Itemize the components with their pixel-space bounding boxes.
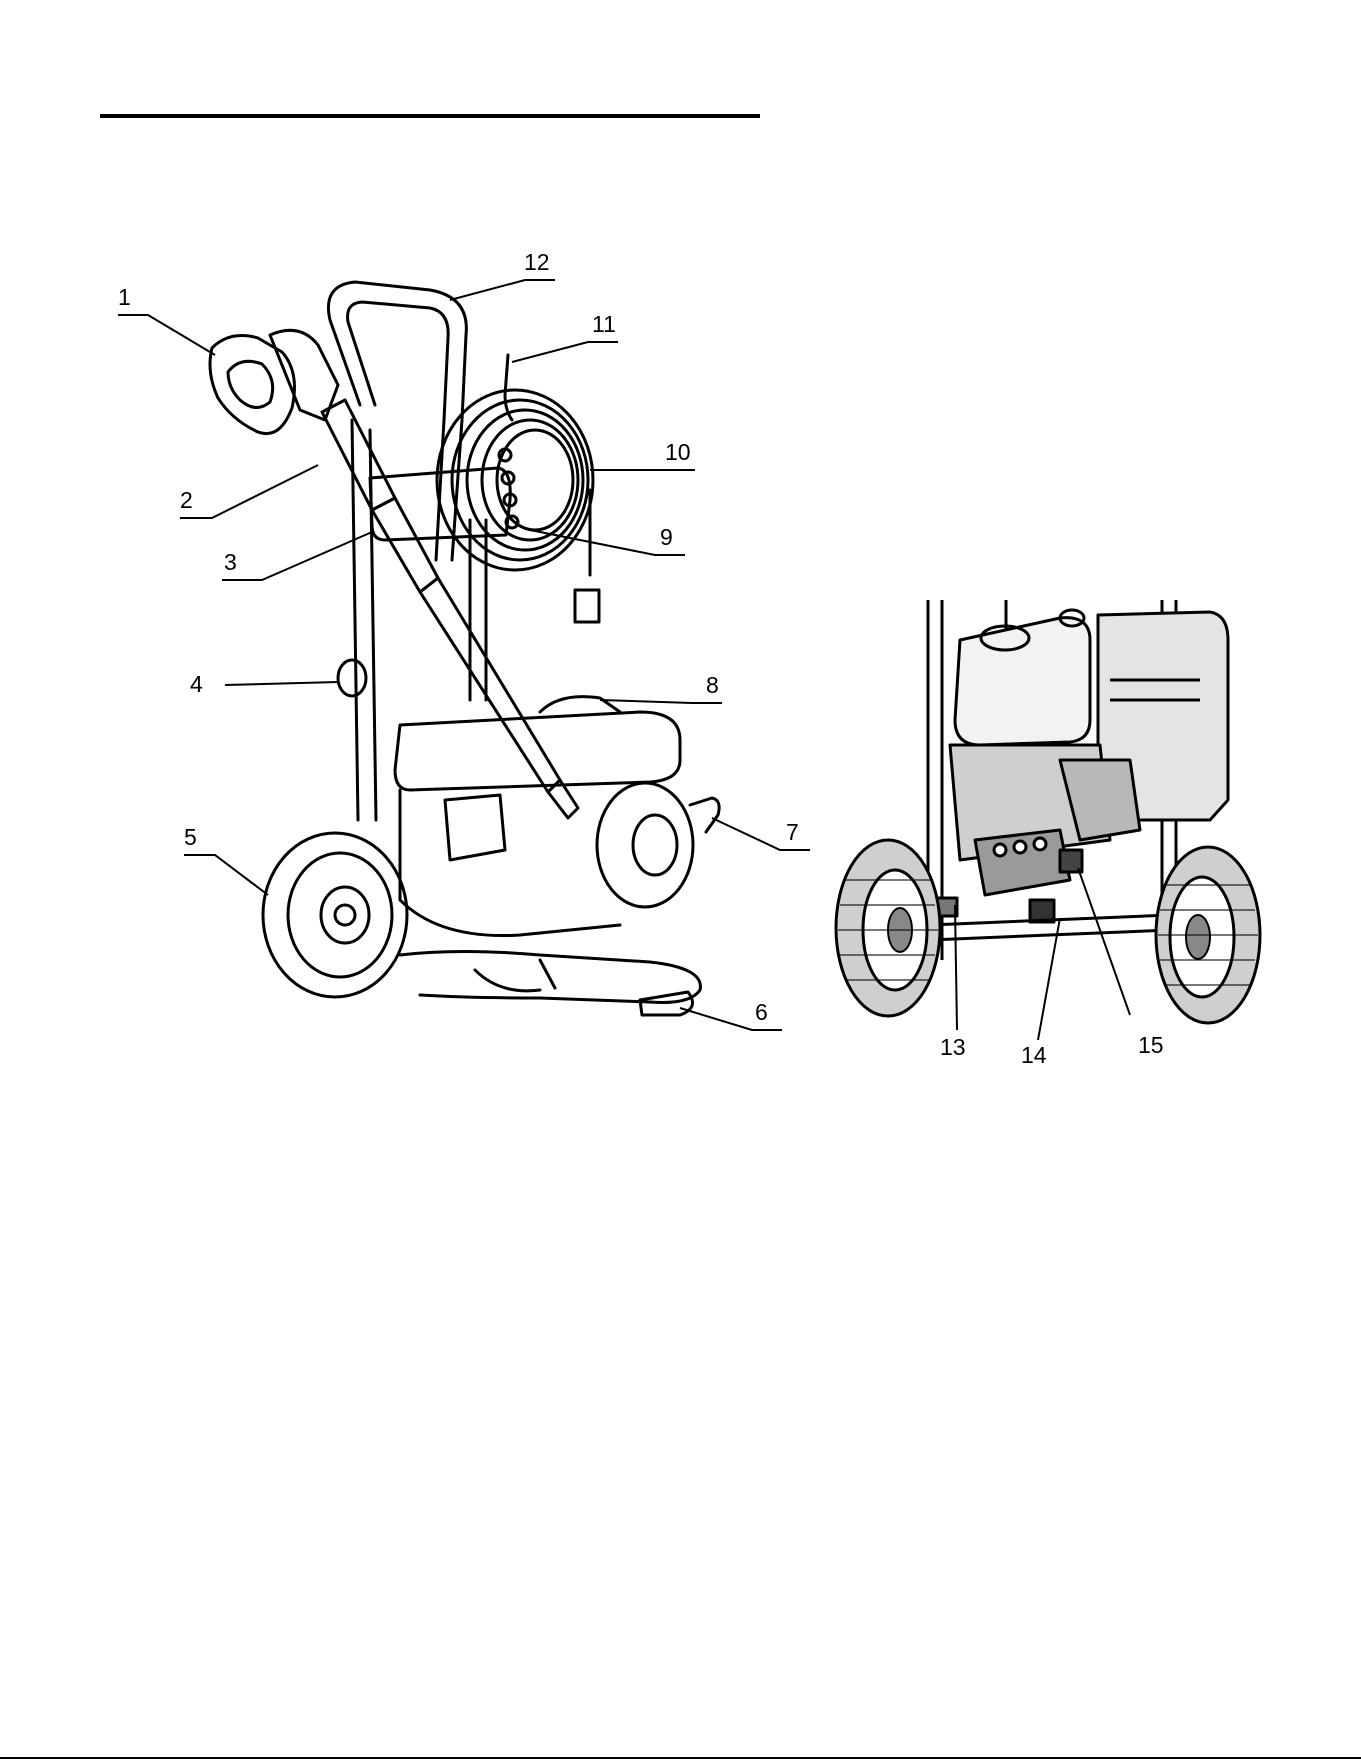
- rear-view-drawing: [830, 596, 1260, 1056]
- reel-crank: [505, 355, 512, 420]
- callout-8: 8: [706, 672, 719, 698]
- starter-handle: [690, 798, 719, 832]
- callout-11: 11: [592, 311, 616, 337]
- callout-3: 3: [224, 549, 237, 575]
- spray-gun: [210, 336, 294, 434]
- callout-6: 6: [755, 999, 768, 1025]
- callout-13: 13: [940, 1034, 966, 1060]
- callout-2: 2: [180, 487, 193, 513]
- footer-rule: [0, 1757, 1361, 1759]
- callout-7: 7: [786, 819, 799, 845]
- callout-5: 5: [184, 824, 197, 850]
- callout-10: 10: [665, 439, 691, 465]
- recoil-starter: [597, 783, 693, 907]
- callout-9: 9: [660, 524, 673, 550]
- callout-14: 14: [1021, 1042, 1047, 1068]
- callout-4: 4: [190, 671, 203, 697]
- front-view-drawing: [210, 282, 719, 1015]
- detergent-cap: [338, 660, 366, 696]
- callout-1: 1: [118, 284, 131, 310]
- callout-15: 15: [1138, 1032, 1164, 1058]
- spray-wand: [322, 400, 395, 510]
- engine: [400, 790, 620, 936]
- rear-fuel-tank: [955, 618, 1090, 745]
- callout-12: 12: [524, 249, 550, 275]
